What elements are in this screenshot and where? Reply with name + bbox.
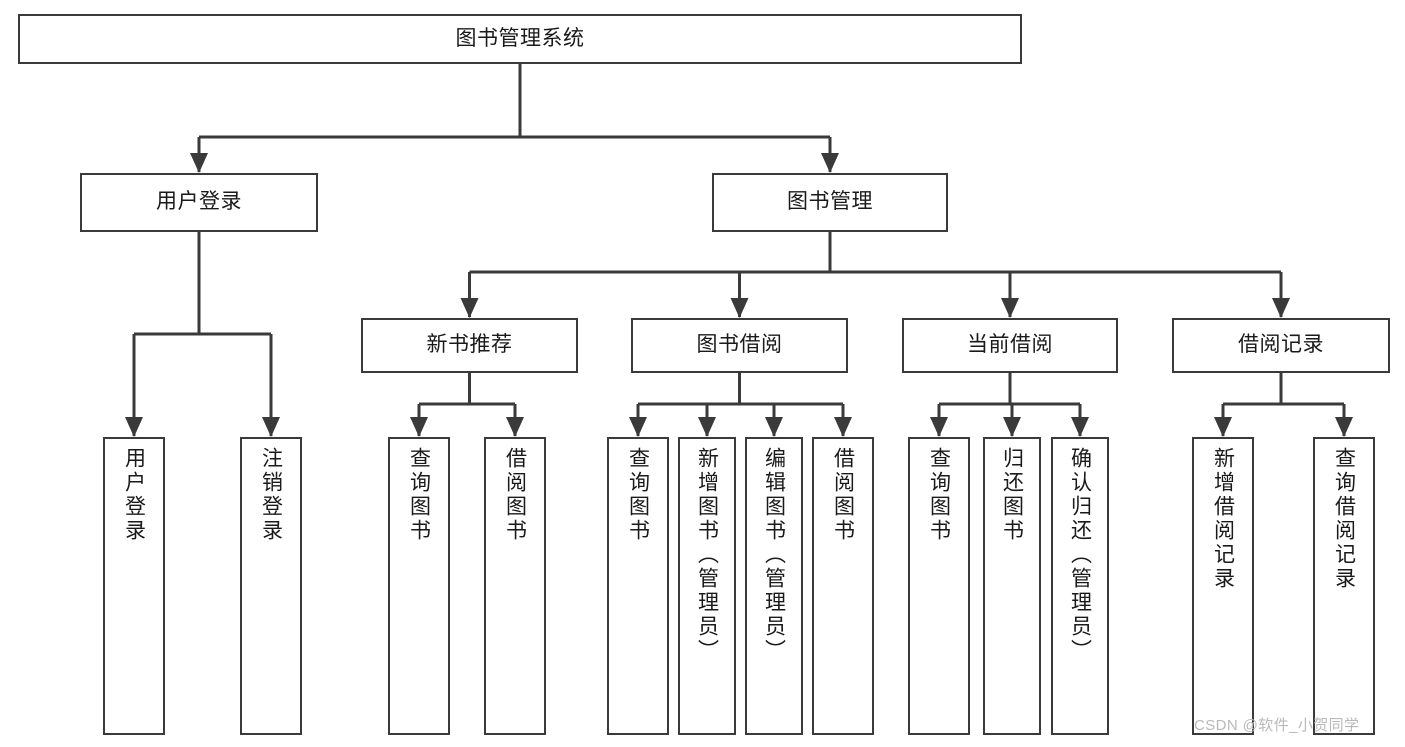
arrow-head-icon bbox=[730, 298, 749, 318]
arrow-head-icon bbox=[629, 417, 647, 437]
node-label: 注销登录 bbox=[259, 447, 283, 543]
node-label: 确认归还（管理员） bbox=[1068, 447, 1092, 663]
node-leaf-user-logout[interactable]: 注销登录 bbox=[240, 437, 302, 735]
node-leaf-add-book[interactable]: 新增图书（管理员） bbox=[678, 437, 736, 735]
arrow-head-icon bbox=[698, 417, 716, 437]
node-label: 借阅图书 bbox=[503, 447, 527, 543]
arrow-head-icon bbox=[125, 417, 143, 437]
node-leaf-return-book[interactable]: 归还图书 bbox=[983, 437, 1041, 735]
node-label: 查询图书 bbox=[626, 447, 650, 543]
node-label: 新增借阅记录 bbox=[1211, 447, 1235, 591]
node-label: 当前借阅 bbox=[967, 333, 1053, 357]
node-book-borrow[interactable]: 图书借阅 bbox=[631, 318, 848, 373]
node-label: 借阅图书 bbox=[831, 447, 855, 543]
node-label: 编辑图书（管理员） bbox=[762, 447, 786, 663]
node-borrow-record[interactable]: 借阅记录 bbox=[1172, 318, 1390, 373]
node-label: 查询图书 bbox=[927, 447, 951, 543]
node-leaf-borrow-book-1[interactable]: 借阅图书 bbox=[484, 437, 546, 735]
node-label: 新书推荐 bbox=[426, 333, 513, 357]
node-label: 用户登录 bbox=[122, 447, 146, 543]
node-current-borrow[interactable]: 当前借阅 bbox=[902, 318, 1118, 373]
arrow-head-icon bbox=[506, 417, 524, 437]
arrow-head-icon bbox=[1214, 417, 1232, 437]
arrow-head-icon bbox=[930, 417, 948, 437]
arrow-head-icon bbox=[1003, 417, 1021, 437]
arrow-head-icon bbox=[765, 417, 783, 437]
node-label: 借阅记录 bbox=[1238, 333, 1324, 357]
node-user-login[interactable]: 用户登录 bbox=[80, 173, 318, 232]
arrow-head-icon bbox=[821, 153, 839, 173]
node-leaf-confirm-ret[interactable]: 确认归还（管理员） bbox=[1051, 437, 1109, 735]
node-leaf-query-book-2[interactable]: 查询图书 bbox=[607, 437, 669, 735]
arrow-head-icon bbox=[834, 417, 852, 437]
node-new-book-rec[interactable]: 新书推荐 bbox=[361, 318, 578, 373]
node-leaf-edit-book[interactable]: 编辑图书（管理员） bbox=[745, 437, 803, 735]
node-label: 用户登录 bbox=[156, 190, 242, 214]
arrow-head-icon bbox=[1071, 417, 1089, 437]
node-label: 查询图书 bbox=[407, 447, 431, 543]
node-label: 查询借阅记录 bbox=[1332, 447, 1356, 591]
node-book-manage[interactable]: 图书管理 bbox=[712, 173, 948, 232]
arrow-head-icon bbox=[410, 417, 428, 437]
node-leaf-user-login[interactable]: 用户登录 bbox=[103, 437, 165, 735]
node-root[interactable]: 图书管理系统 bbox=[18, 14, 1022, 64]
node-leaf-borrow-book-2[interactable]: 借阅图书 bbox=[812, 437, 874, 735]
node-leaf-query-record[interactable]: 查询借阅记录 bbox=[1313, 437, 1375, 735]
arrow-head-icon bbox=[460, 298, 479, 318]
node-leaf-query-book-3[interactable]: 查询图书 bbox=[908, 437, 970, 735]
arrow-head-icon bbox=[1001, 298, 1019, 318]
node-leaf-add-record[interactable]: 新增借阅记录 bbox=[1192, 437, 1254, 735]
arrow-head-icon bbox=[1272, 298, 1290, 318]
arrow-head-icon bbox=[262, 417, 280, 437]
node-label: 归还图书 bbox=[1000, 447, 1024, 543]
arrow-head-icon bbox=[190, 153, 208, 173]
arrow-head-icon bbox=[1335, 417, 1353, 437]
node-label: 图书管理系统 bbox=[455, 26, 585, 50]
node-label: 新增图书（管理员） bbox=[695, 447, 719, 663]
node-label: 图书借阅 bbox=[696, 333, 783, 357]
node-label: 图书管理 bbox=[787, 190, 873, 214]
node-leaf-query-book-1[interactable]: 查询图书 bbox=[388, 437, 450, 735]
